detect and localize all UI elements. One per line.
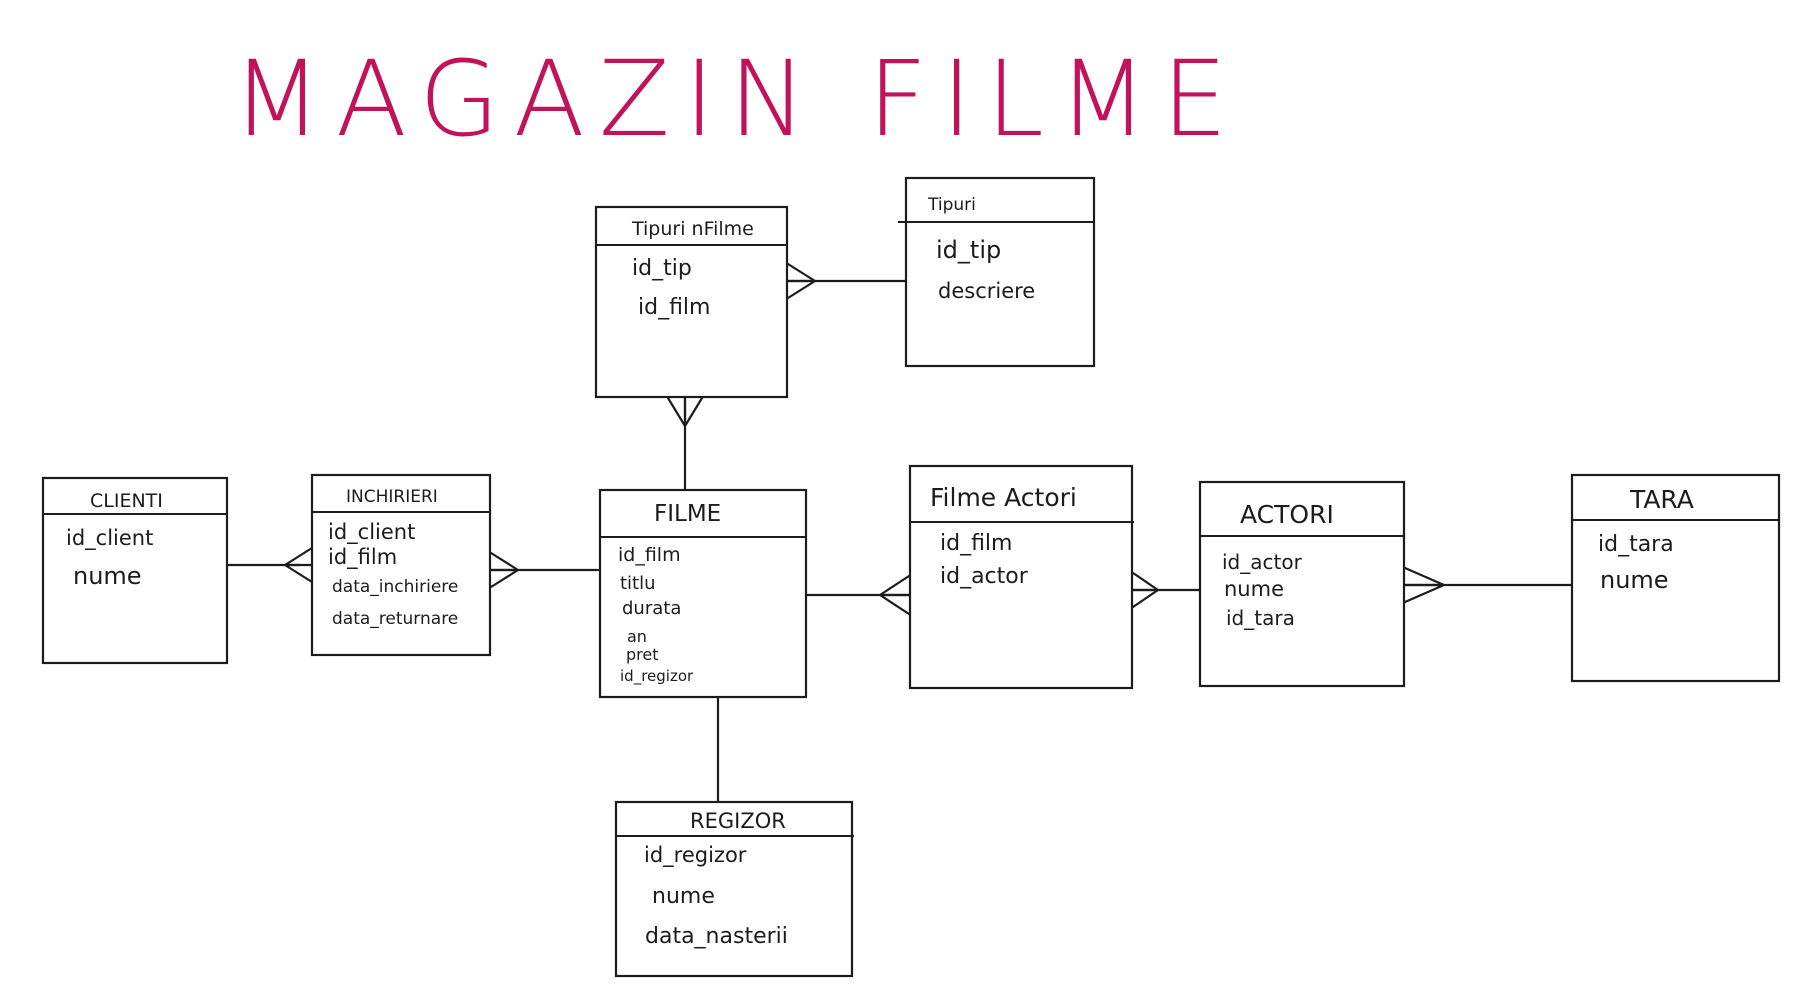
crowfoot-tipurinfilme-bottom [666,396,704,428]
crowfoot-tipurinfilme-right [786,262,817,300]
entity-field: id_actor [940,564,1029,589]
entity-tipuri: Tipuri id_tip descriere [898,176,1096,368]
crowfoot-inchirieri-left [283,546,314,584]
entity-field: id_regizor [620,667,694,686]
crowfoot-filmeactori-right [1131,571,1160,609]
entity-field: pret [626,645,659,664]
crowfoot-inchirieri-right [489,551,520,589]
entity-field: id_actor [1222,550,1303,574]
entity-title: Filme Actori [930,483,1077,512]
entity-field: nume [652,884,715,909]
entity-field: id_film [618,544,681,566]
entity-field: id_regizor [644,843,747,868]
entity-field: descriere [938,279,1035,303]
entity-field: id_tara [1226,606,1295,630]
entity-title: REGIZOR [690,809,786,833]
entity-title: TARA [1629,485,1694,514]
entity-title: Tipuri nFilme [631,218,754,240]
entity-field: data_inchiriere [332,577,458,597]
diagram-title: MAGAZIN FILME [232,38,1241,160]
entity-title: ACTORI [1240,500,1334,529]
entity-field: id_film [328,545,397,570]
entity-field: nume [1224,577,1284,601]
entity-field: an [627,627,647,646]
entity-actori: ACTORI id_actor nume id_tara [1198,480,1406,688]
entity-tara: TARA id_tara nume [1570,473,1781,683]
entity-clienti: CLIENTI id_client nume [41,476,229,665]
entity-title: FILME [654,501,721,527]
entity-field: durata [622,598,681,619]
entity-title: Tipuri [927,195,976,215]
entity-filme: FILME id_film titlu durata an pret id_re… [598,488,808,699]
entity-field: nume [1600,566,1669,594]
entity-tipuri-nfilme: Tipuri nFilme id_tip id_film [594,205,789,399]
relationship-lines [225,262,1574,804]
entity-field: nume [73,562,142,590]
entity-inchirieri: INCHIRIERI id_client id_film data_inchir… [310,473,492,657]
entity-field: data_returnare [332,609,458,629]
entity-field: id_film [940,531,1012,556]
entity-field: data_nasterii [645,924,788,949]
entity-filme-actori: Filme Actori id_film id_actor [908,464,1134,690]
crowfoot-filmeactori-left [878,574,911,616]
crowfoot-actori-right [1403,566,1446,604]
entity-title: INCHIRIERI [346,487,438,507]
entity-regizor: REGIZOR id_regizor nume data_nasterii [614,800,854,978]
entity-field: id_tip [936,236,1001,264]
entity-field: id_client [328,520,415,545]
entity-field: id_film [638,295,710,320]
entity-field: id_tip [632,256,692,281]
entity-field: id_tara [1598,532,1674,557]
entity-field: titlu [620,573,656,594]
entity-field: id_client [66,526,153,551]
entity-title: CLIENTI [90,490,163,512]
